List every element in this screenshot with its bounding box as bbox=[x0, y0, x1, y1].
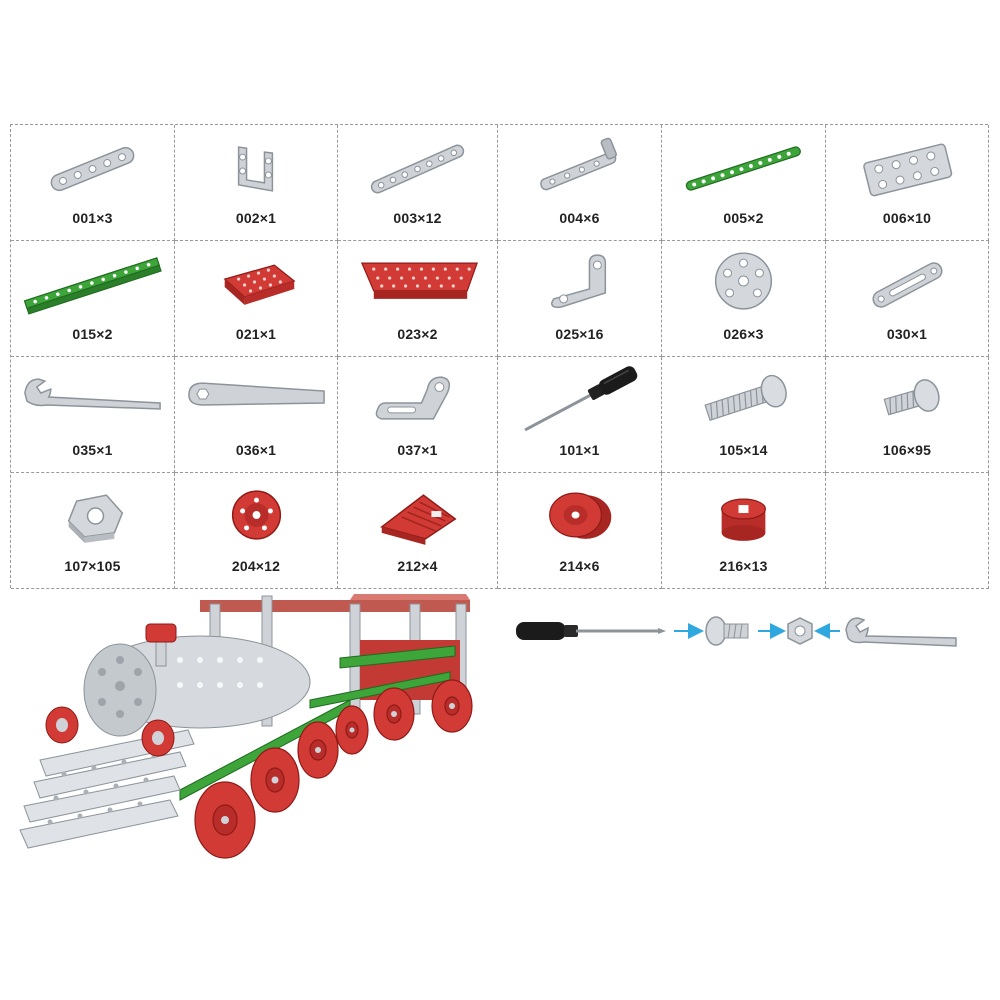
part-code: 106×95 bbox=[882, 442, 932, 458]
flat-bracket-icon bbox=[375, 376, 451, 420]
parts-grid: 001×3 002×1 003×12 bbox=[10, 124, 989, 589]
spanner-icon bbox=[24, 378, 161, 410]
nut-icon bbox=[787, 617, 813, 645]
spanner-icon bbox=[845, 617, 957, 647]
screwdriver-icon bbox=[524, 366, 638, 432]
red-wheel-icon bbox=[231, 490, 282, 540]
empty-cell bbox=[826, 473, 989, 589]
part-code: 107×105 bbox=[64, 558, 121, 574]
part-cell-030: 030×1 bbox=[826, 241, 989, 357]
part-code: 105×14 bbox=[719, 442, 768, 458]
bolt-icon bbox=[705, 616, 749, 646]
part-cell-026: 026×3 bbox=[662, 241, 826, 357]
part-code: 003×12 bbox=[393, 210, 442, 226]
box-spanner-icon bbox=[188, 382, 325, 406]
part-code: 025×16 bbox=[555, 326, 604, 342]
part-code: 005×2 bbox=[723, 210, 764, 226]
flat-strip-5-hole-icon bbox=[50, 146, 135, 192]
flat-plate-icon bbox=[863, 143, 953, 197]
green-angle-girder-icon bbox=[23, 257, 162, 315]
bush-wheel-icon bbox=[714, 252, 773, 310]
hex-nut-icon bbox=[67, 494, 124, 543]
part-code: 214×6 bbox=[559, 558, 600, 574]
part-cell-025: 025×16 bbox=[498, 241, 662, 357]
part-cell-006: 006×10 bbox=[826, 125, 989, 241]
part-cell-037: 037×1 bbox=[338, 357, 498, 473]
angle-bracket-icon bbox=[550, 254, 607, 309]
part-code: 023×2 bbox=[397, 326, 438, 342]
part-cell-204: 204×12 bbox=[175, 473, 338, 589]
part-code: 026×3 bbox=[723, 326, 764, 342]
train-model-illustration bbox=[19, 594, 473, 859]
part-cell-107: 107×105 bbox=[11, 473, 175, 589]
part-cell-106: 106×95 bbox=[826, 357, 989, 473]
red-pulley-icon bbox=[549, 492, 612, 539]
part-code: 015×2 bbox=[72, 326, 113, 342]
red-flanged-plate-small-icon bbox=[223, 264, 296, 305]
red-flanged-plate-large-icon bbox=[360, 262, 478, 299]
flat-strip-7-hole-icon bbox=[370, 144, 465, 194]
part-code: 004×6 bbox=[559, 210, 600, 226]
part-cell-021: 021×1 bbox=[175, 241, 338, 357]
part-cell-005: 005×2 bbox=[662, 125, 826, 241]
part-code: 001×3 bbox=[72, 210, 113, 226]
red-wedge-icon bbox=[380, 494, 457, 545]
part-code: 035×1 bbox=[72, 442, 113, 458]
part-cell-036: 036×1 bbox=[175, 357, 338, 473]
part-cell-105: 105×14 bbox=[662, 357, 826, 473]
short-bolt-icon bbox=[883, 379, 940, 416]
part-code: 101×1 bbox=[559, 442, 600, 458]
assembly-tools-diagram bbox=[516, 616, 957, 647]
part-code: 006×10 bbox=[882, 210, 932, 226]
angle-strip-icon bbox=[540, 137, 617, 191]
u-bracket-icon bbox=[237, 146, 274, 192]
part-code: 216×13 bbox=[719, 558, 768, 574]
part-cell-101: 101×1 bbox=[498, 357, 662, 473]
part-cell-023: 023×2 bbox=[338, 241, 498, 357]
slotted-strip-icon bbox=[872, 262, 943, 308]
part-cell-004: 004×6 bbox=[498, 125, 662, 241]
part-cell-003: 003×12 bbox=[338, 125, 498, 241]
part-cell-214: 214×6 bbox=[498, 473, 662, 589]
part-code: 002×1 bbox=[235, 210, 277, 226]
part-code: 021×1 bbox=[235, 326, 277, 342]
part-cell-212: 212×4 bbox=[338, 473, 498, 589]
part-code: 036×1 bbox=[235, 442, 277, 458]
long-bolt-icon bbox=[704, 374, 787, 421]
part-code: 204×12 bbox=[231, 558, 281, 574]
part-code: 030×1 bbox=[886, 326, 928, 342]
part-code: 037×1 bbox=[397, 442, 438, 458]
part-cell-035: 035×1 bbox=[11, 357, 175, 473]
part-cell-015: 015×2 bbox=[11, 241, 175, 357]
green-long-strip-icon bbox=[685, 146, 801, 191]
part-cell-216: 216×13 bbox=[662, 473, 826, 589]
screwdriver-icon bbox=[516, 622, 666, 640]
part-cell-001: 001×3 bbox=[11, 125, 175, 241]
red-collar-icon bbox=[721, 498, 766, 541]
part-cell-002: 002×1 bbox=[175, 125, 338, 241]
part-code: 212×4 bbox=[397, 558, 438, 574]
